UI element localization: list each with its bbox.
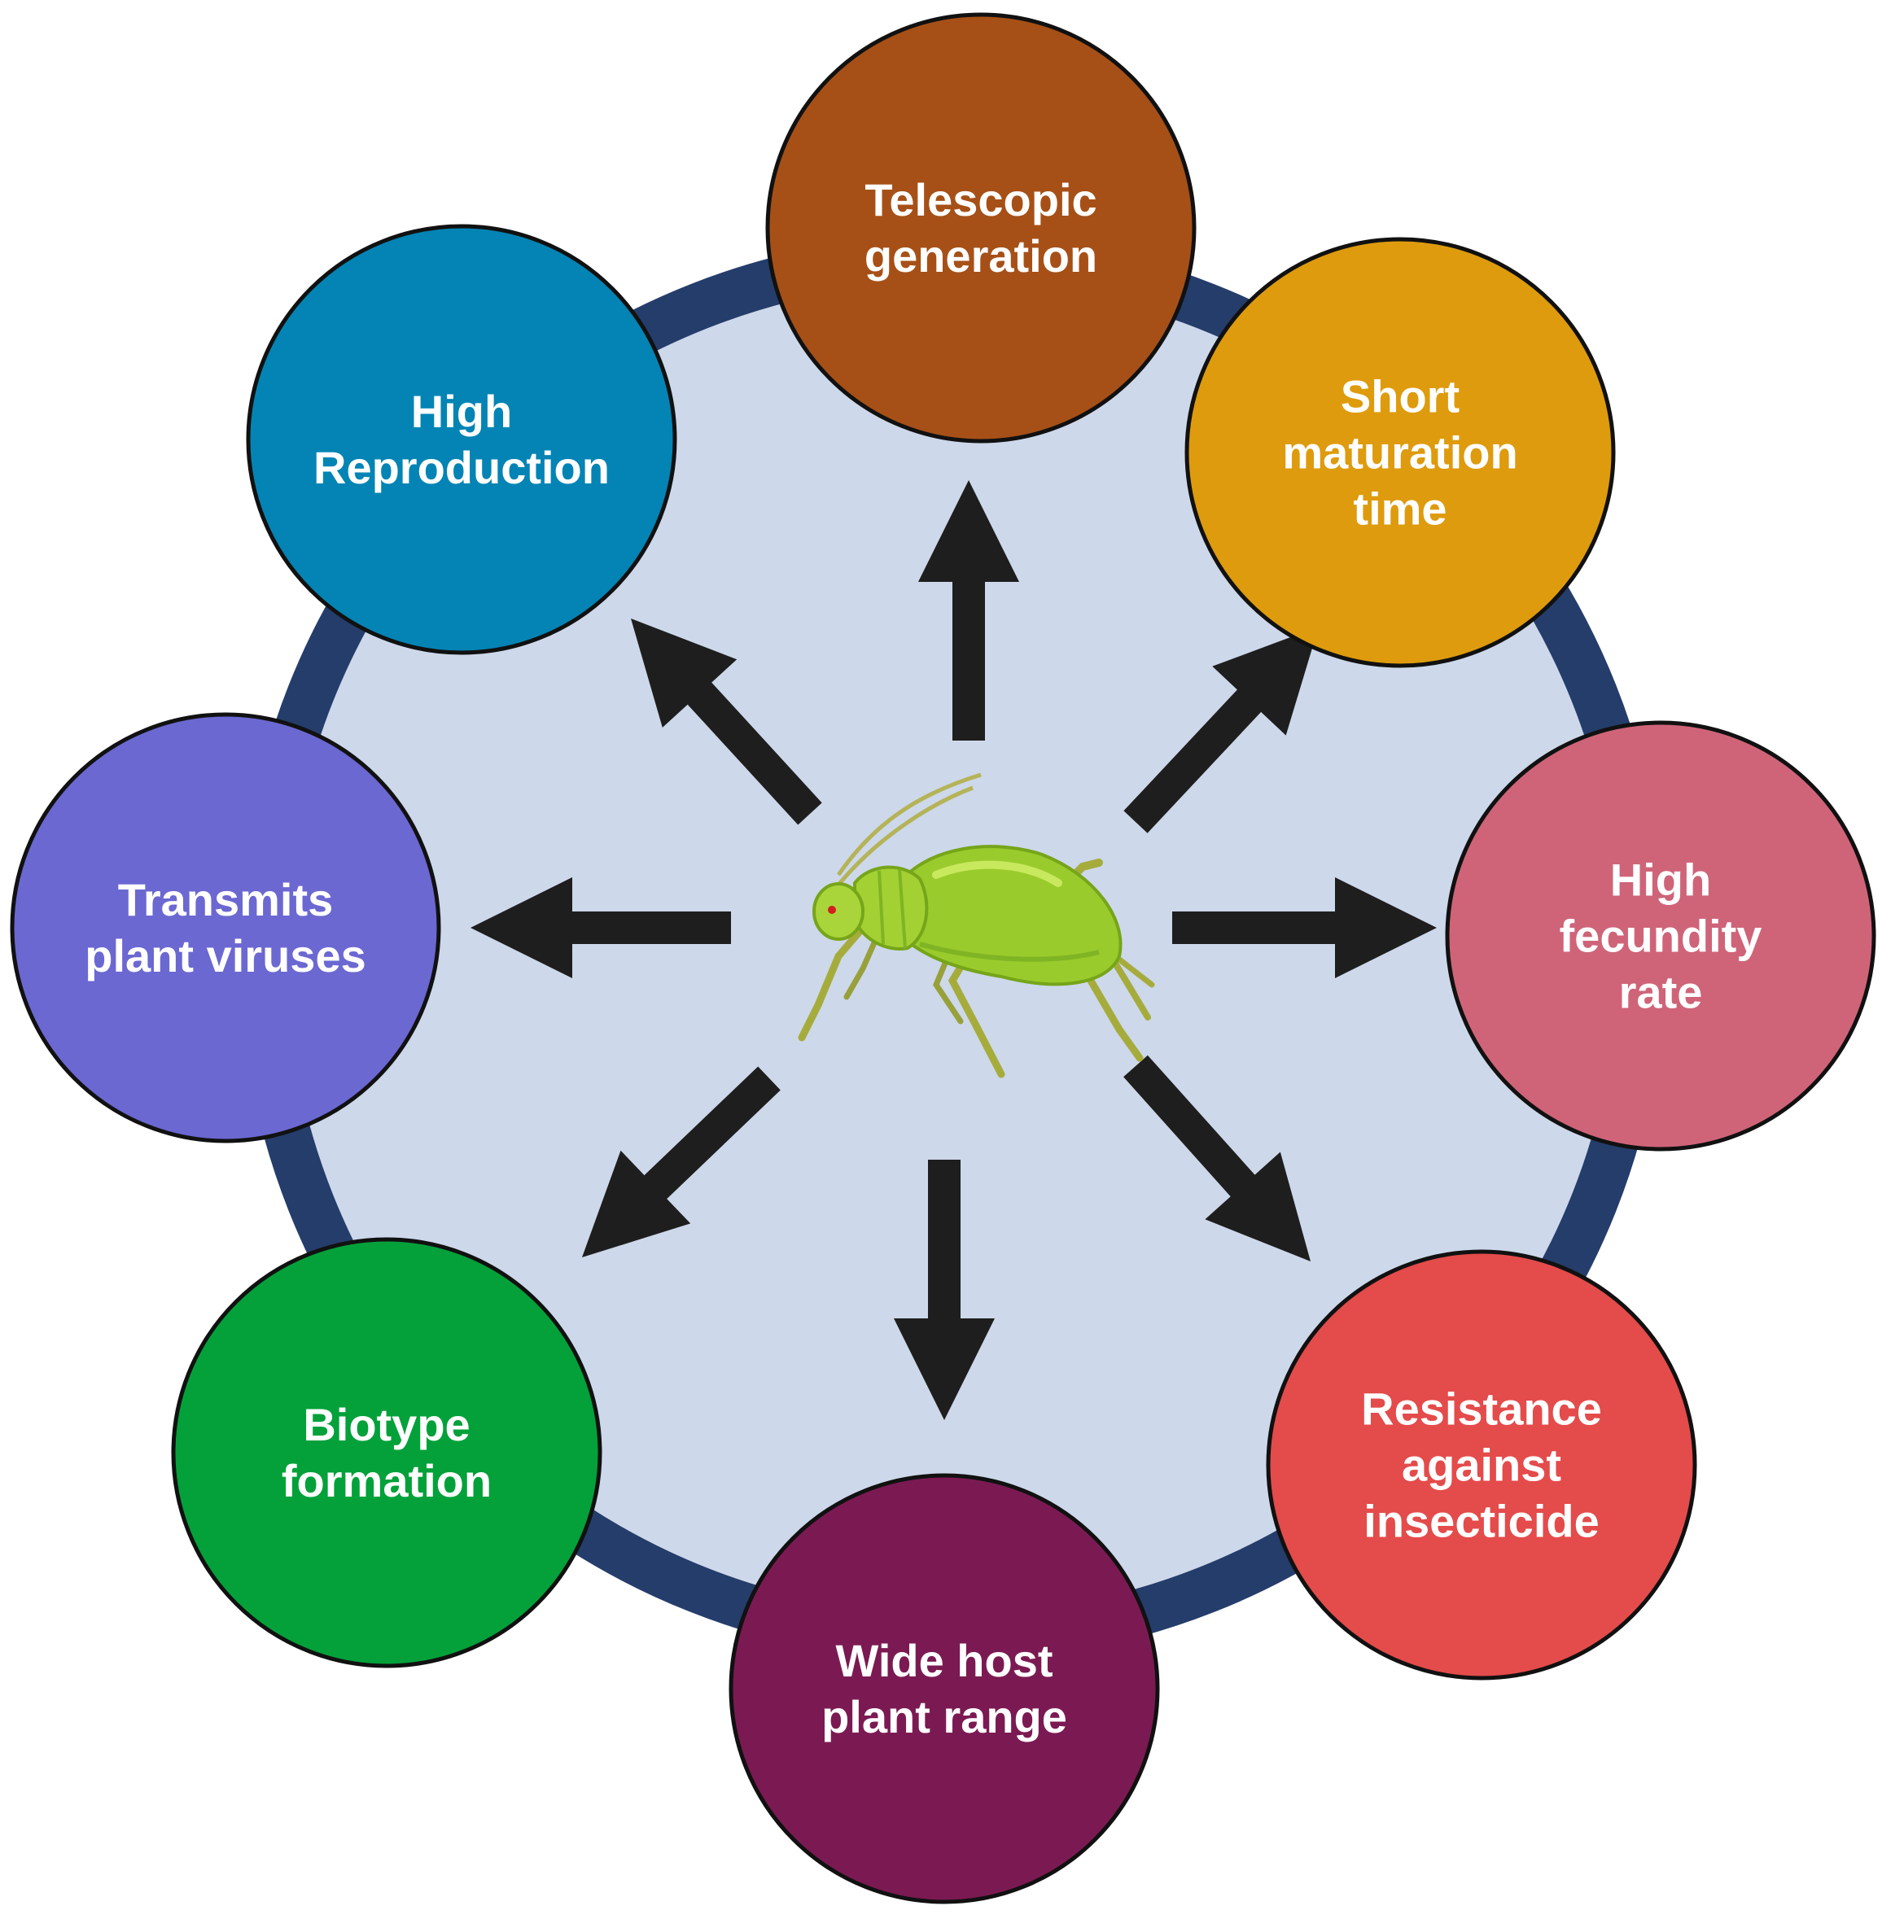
node-label-line: Resistance [1361, 1383, 1602, 1435]
arrow-telescopic-generation [918, 480, 1019, 741]
node-label-line: time [1353, 483, 1447, 535]
node-short-maturation-time [1184, 237, 1616, 668]
arrow-high-reproduction [631, 619, 822, 825]
node-label-line: Telescopic [864, 174, 1097, 225]
node-transmits-plant-viruses [10, 712, 441, 1143]
arrow-resistance-against-insecticide [1123, 1055, 1311, 1261]
node-label-line: Biotype [303, 1399, 471, 1450]
arrow-wide-host-plant-range [894, 1160, 995, 1420]
node-label-line: maturation [1282, 426, 1518, 479]
node-label-line: rate [1618, 966, 1703, 1018]
node-label-line: Transmits [117, 874, 334, 925]
node-label-line: Short [1340, 370, 1460, 422]
arrow-biotype-formation [582, 1066, 781, 1257]
node-telescopic-generation [765, 12, 1197, 444]
node-resistance-against-insecticide [1266, 1249, 1697, 1681]
node-label-line: generation [864, 230, 1098, 282]
arrow-high-fecundity-rate [1172, 877, 1437, 978]
node-label-line: Reproduction [313, 442, 610, 493]
node-label-line: against [1401, 1439, 1562, 1491]
node-label-line: fecundity [1559, 910, 1762, 962]
aphid-icon [798, 772, 1155, 1078]
node-label-line: plant viruses [85, 930, 366, 981]
node-label-line: formation [281, 1455, 492, 1506]
node-label-line: Wide host [835, 1635, 1053, 1686]
arrow-transmits-plant-viruses [471, 877, 731, 978]
arrow-short-maturation-time [1123, 627, 1319, 833]
node-high-reproduction [246, 224, 677, 655]
node-label-line: High [410, 386, 513, 437]
node-high-fecundity-rate [1445, 720, 1876, 1152]
node-label-line: plant range [821, 1691, 1067, 1742]
node-label-line: High [1609, 854, 1712, 906]
node-label-line: insecticide [1363, 1495, 1600, 1547]
node-biotype-formation [171, 1237, 602, 1668]
node-wide-host-plant-range [729, 1473, 1160, 1904]
